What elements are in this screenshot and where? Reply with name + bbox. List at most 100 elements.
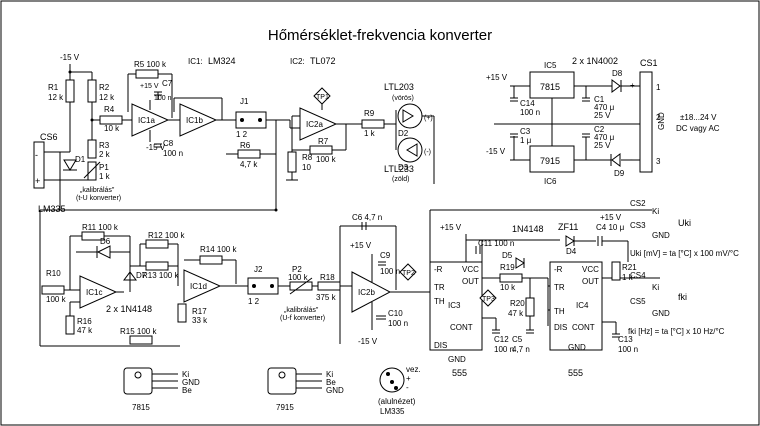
- r9-resistor: [361, 119, 385, 129]
- r3-value: 2 k: [99, 150, 111, 159]
- r21-name: R21: [622, 263, 637, 272]
- c5-value: 4,7 n: [512, 345, 530, 354]
- d2-led: [397, 103, 423, 129]
- diodes-1n4148: 2 x 1N4148: [106, 304, 152, 314]
- r12-resistor: [145, 239, 169, 249]
- r4-name: R4: [104, 105, 115, 114]
- d4-zener: [565, 235, 575, 247]
- ic2b-pos-supply: +15 V: [350, 241, 372, 250]
- ltl203-label: LTL203: [384, 82, 414, 92]
- cs1-pin3: 3: [656, 157, 661, 166]
- ic4-pos-supply: +15 V: [600, 213, 622, 222]
- lm335-pin3: -: [406, 383, 409, 392]
- c11-label: C11 100 n: [478, 239, 514, 248]
- tp1-testpoint: [313, 87, 331, 105]
- calib-label-a: „kalibrálás": [80, 187, 115, 194]
- c2-value: 470 μ: [594, 133, 615, 142]
- p1-trimmer: [87, 161, 97, 181]
- lm335-package: [379, 367, 405, 393]
- r4-value: 10 k: [104, 124, 120, 133]
- c1-value: 470 μ: [594, 103, 615, 112]
- r9-name: R9: [364, 109, 375, 118]
- cs1-connector: [639, 71, 653, 173]
- d6-label: D6: [100, 237, 111, 246]
- f-ki-formula: fki [Hz] = ta [°C] x 10 Hz/°C: [628, 327, 725, 336]
- ic4-dis: DIS: [554, 323, 567, 332]
- r19-value: 10 k: [500, 283, 516, 292]
- r5-resistor: [135, 69, 159, 79]
- r1-name: R1: [48, 83, 59, 92]
- ic3-timer: [429, 261, 483, 351]
- cs2-label: CS2: [630, 199, 646, 208]
- c10-value: 100 n: [388, 319, 408, 328]
- supply-neg15-b: -15 V: [486, 147, 506, 156]
- cs3-gnd: GND: [652, 231, 670, 240]
- input-range: ±18...24 V: [680, 113, 717, 122]
- tp1-label: TP1: [316, 94, 329, 101]
- cs6-label: CS6: [40, 132, 58, 142]
- ic3-gnd: GND: [448, 355, 466, 364]
- r20-resistor: [525, 297, 535, 317]
- ic4-part: 555: [568, 368, 583, 378]
- j1-label: J1: [240, 97, 249, 106]
- r15-label: R15 100 k: [120, 327, 157, 336]
- supply-pos15-b: +15 V: [486, 73, 508, 82]
- r17-value: 33 k: [192, 316, 208, 325]
- d5-part: 1N4148: [512, 224, 544, 234]
- c9-name: C9: [380, 251, 391, 260]
- ic3-dis: DIS: [434, 341, 447, 350]
- cs1-gnd: GND: [657, 112, 666, 130]
- ic5-name: IC5: [544, 61, 557, 70]
- u-ki-label: Uki: [678, 218, 691, 228]
- r17-name: R17: [192, 307, 207, 316]
- r10-name: R10: [46, 269, 61, 278]
- c8-value: 100 n: [163, 149, 183, 158]
- ic2b-opamp: [351, 271, 392, 313]
- p1-name: P1: [99, 163, 109, 172]
- c9-value: 100 n: [380, 267, 400, 276]
- r8-value: 10: [302, 163, 311, 172]
- r1-value: 12 k: [48, 93, 64, 102]
- j1-pins: 1 2: [236, 130, 248, 139]
- r6-value: 4,7 k: [240, 160, 258, 169]
- d2-label: D2: [398, 129, 409, 138]
- r1-resistor: [65, 79, 75, 103]
- r16-resistor: [65, 315, 75, 335]
- ic2b-label: IC2b: [358, 288, 375, 297]
- led-minus: (-): [424, 149, 431, 156]
- r9-value: 1 k: [364, 129, 376, 138]
- ic1-part: LM324: [208, 56, 236, 66]
- calib-mode-b: (U-f konverter): [280, 315, 325, 322]
- cs1-pin2: 2: [656, 113, 661, 122]
- ic3-reset: -R: [434, 265, 443, 274]
- p7915-pin1: Ki: [326, 370, 333, 379]
- p2-name: P2: [292, 265, 302, 274]
- r19-name: R19: [500, 263, 515, 272]
- r16-value: 47 k: [77, 326, 93, 335]
- p7915-pin3: GND: [326, 386, 344, 395]
- c10-name: C10: [388, 309, 403, 318]
- ic4-th: TH: [554, 307, 565, 316]
- ic3-part: 555: [452, 368, 467, 378]
- c5-name: C5: [512, 335, 523, 344]
- c7-value: 100 n: [154, 95, 172, 102]
- ic3-name: IC3: [448, 301, 461, 310]
- r11-label: R11 100 k: [82, 223, 119, 232]
- ic1c-opamp: [79, 275, 118, 309]
- c1-name: C1: [594, 95, 605, 104]
- c13-value: 100 n: [618, 345, 638, 354]
- p7915-label: 7915: [276, 403, 294, 412]
- r3-name: R3: [99, 141, 110, 150]
- ic3-out: OUT: [462, 277, 479, 286]
- r6-resistor: [237, 149, 261, 159]
- ic1d-opamp: [183, 269, 222, 303]
- ic6-part: 7915: [540, 156, 560, 166]
- r8-resistor: [287, 151, 297, 173]
- r21-resistor: [611, 261, 621, 281]
- u-ki-formula: Uki [mV] = ta [°C] x 100 mV/°C: [630, 249, 739, 258]
- ltl233-label: LTL233: [384, 164, 414, 174]
- ic4-out: OUT: [582, 277, 599, 286]
- cs1-pin1: 1: [656, 83, 661, 92]
- c3-value: 1 μ: [520, 136, 532, 145]
